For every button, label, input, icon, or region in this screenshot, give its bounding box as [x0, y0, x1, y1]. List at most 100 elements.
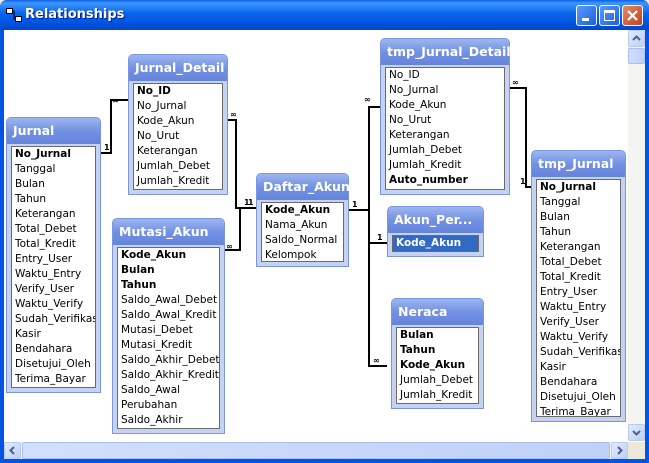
table-header[interactable]: Jurnal: [7, 118, 100, 144]
field-item[interactable]: Kasir: [540, 361, 566, 373]
field-item[interactable]: Verify_User: [15, 283, 74, 295]
field-item[interactable]: Total_Kredit: [540, 271, 601, 283]
field-item[interactable]: Disetujui_Oleh: [15, 358, 91, 370]
field-item[interactable]: Total_Debet: [15, 223, 77, 235]
field-item[interactable]: Kode_Akun: [389, 99, 447, 111]
relationships-canvas[interactable]: 1 ∞ ∞ 1 ∞ 1 1 ∞ 1 ∞: [4, 30, 627, 441]
field-item[interactable]: Tahun: [400, 344, 436, 356]
field-item[interactable]: Saldo_Akhir: [121, 414, 183, 426]
scroll-up-button[interactable]: [628, 30, 645, 47]
field-item[interactable]: Saldo_Normal: [265, 234, 338, 246]
field-item[interactable]: No_ID: [137, 85, 171, 97]
field-item[interactable]: Kode_Akun: [121, 249, 187, 261]
field-item[interactable]: Tanggal: [15, 163, 56, 175]
field-item[interactable]: Bendahara: [15, 343, 73, 355]
vertical-scrollbar[interactable]: [628, 30, 645, 441]
field-item[interactable]: Jumlah_Kredit: [389, 159, 462, 171]
field-item[interactable]: Keterangan: [15, 208, 76, 220]
field-item[interactable]: Waktu_Entry: [15, 268, 82, 280]
field-item[interactable]: Disetujui_Oleh: [540, 391, 616, 403]
field-item[interactable]: Keterangan: [540, 241, 601, 253]
field-item[interactable]: Kelompok: [265, 249, 317, 261]
field-item[interactable]: Mutasi_Debet: [121, 324, 193, 336]
field-item[interactable]: Bulan: [121, 264, 155, 276]
field-item[interactable]: Kode_Akun: [137, 115, 195, 127]
field-item[interactable]: Tanggal: [540, 196, 581, 208]
field-item[interactable]: No_Urut: [137, 130, 180, 142]
field-item[interactable]: Jumlah_Debet: [400, 374, 474, 386]
field-item[interactable]: Waktu_Verify: [15, 298, 84, 310]
table-header[interactable]: Mutasi_Akun: [113, 219, 224, 245]
table-header[interactable]: Akun_Per...: [388, 207, 483, 233]
field-item[interactable]: Auto_number: [389, 174, 468, 186]
title-bar[interactable]: Relationships: [0, 0, 649, 30]
table-akun-per[interactable]: Akun_Per... Kode_Akun: [387, 206, 484, 257]
field-item[interactable]: Bulan: [540, 211, 570, 223]
field-item[interactable]: Bendahara: [540, 376, 598, 388]
field-item[interactable]: Entry_User: [15, 253, 73, 265]
table-header[interactable]: tmp_Jurnal: [532, 151, 625, 177]
field-item[interactable]: Terima_Bayar: [540, 406, 611, 417]
field-item[interactable]: Waktu_Verify: [540, 331, 609, 343]
field-item[interactable]: Tahun: [121, 279, 157, 291]
field-item[interactable]: Keterangan: [137, 145, 198, 157]
field-item[interactable]: Kode_Akun: [265, 204, 331, 216]
field-item[interactable]: No_Jurnal: [540, 181, 596, 193]
scroll-right-button[interactable]: [611, 442, 628, 459]
field-item[interactable]: Nama_Akun: [265, 219, 328, 231]
field-item[interactable]: Sudah_Verifikasi: [15, 313, 96, 325]
field-item[interactable]: Jumlah_Debet: [389, 144, 463, 156]
field-item[interactable]: No_ID: [389, 69, 420, 81]
field-item[interactable]: No_Jurnal: [389, 84, 439, 96]
field-item[interactable]: Jumlah_Kredit: [137, 175, 210, 187]
field-item[interactable]: Total_Debet: [540, 256, 602, 268]
field-item[interactable]: Perubahan: [121, 399, 178, 411]
field-item[interactable]: Verify_User: [540, 316, 599, 328]
field-item[interactable]: Waktu_Entry: [540, 301, 607, 313]
field-item[interactable]: Mutasi_Kredit: [121, 339, 193, 351]
field-item[interactable]: Kasir: [15, 328, 41, 340]
table-header[interactable]: tmp_Jurnal_Detail: [381, 39, 511, 65]
field-item[interactable]: Saldo_Awal_Kredit: [121, 309, 217, 321]
field-item[interactable]: Sudah_Verifikasi: [540, 346, 621, 358]
scroll-left-button[interactable]: [4, 442, 21, 459]
maximize-button[interactable]: [599, 5, 620, 26]
table-header[interactable]: Neraca: [392, 299, 483, 325]
field-item[interactable]: Jumlah_Debet: [137, 160, 211, 172]
field-item[interactable]: Keterangan: [389, 129, 450, 141]
field-item[interactable]: Tahun: [15, 193, 47, 205]
field-item[interactable]: Bulan: [400, 329, 434, 341]
field-item[interactable]: Total_Kredit: [15, 238, 76, 250]
field-item[interactable]: No_Jurnal: [137, 100, 187, 112]
field-item[interactable]: Bulan: [15, 178, 45, 190]
field-item[interactable]: Saldo_Awal_Debet: [121, 294, 218, 306]
table-header[interactable]: Jurnal_Detail: [129, 55, 227, 81]
close-button[interactable]: [622, 5, 643, 26]
scroll-down-button[interactable]: [628, 424, 645, 441]
minimize-button[interactable]: [576, 5, 597, 26]
horizontal-scrollbar[interactable]: [4, 442, 628, 459]
field-item[interactable]: No_Urut: [389, 114, 432, 126]
field-item[interactable]: Saldo_Awal: [121, 384, 181, 396]
field-item[interactable]: Saldo_Akhir_Kredit: [121, 369, 219, 381]
field-item[interactable]: Jumlah_Kredit: [400, 389, 473, 401]
table-header[interactable]: Daftar_Akun: [257, 174, 350, 200]
field-item[interactable]: Kode_Akun: [400, 359, 466, 371]
field-item[interactable]: Kode_Akun: [393, 236, 478, 251]
field-item[interactable]: Saldo_Akhir_Debet: [121, 354, 220, 366]
field-list[interactable]: Kode_Akun: [392, 235, 479, 252]
